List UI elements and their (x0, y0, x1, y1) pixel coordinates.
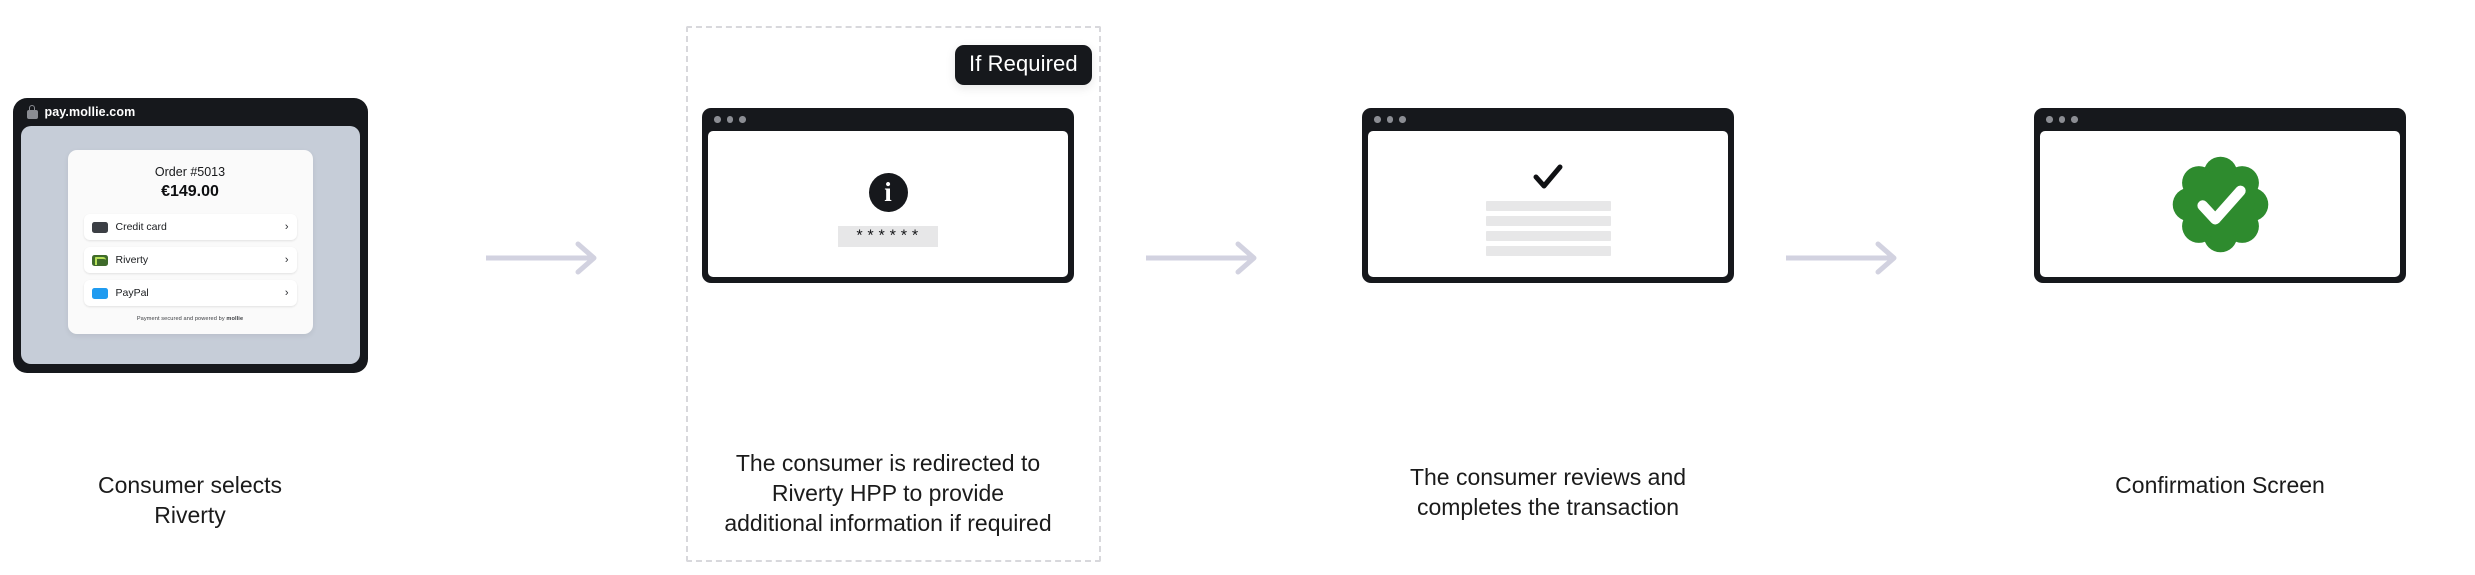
arrow-step2-to-step3 (1146, 238, 1266, 278)
payment-method-credit-card[interactable]: Credit card › (83, 214, 297, 240)
optional-step-region (686, 26, 1101, 562)
browser-titlebar (1362, 108, 1734, 131)
paypal-logo-icon (91, 287, 108, 299)
if-required-badge: If Required (955, 45, 1092, 85)
order-number: Order #5013 (154, 165, 226, 179)
window-dot-icon (2058, 116, 2065, 123)
chevron-right-icon: › (284, 286, 289, 299)
browser-content (1368, 131, 1728, 277)
window-dot-icon (739, 116, 746, 123)
browser-titlebar (702, 108, 1074, 131)
arrow-step3-to-step4 (1786, 238, 1906, 278)
arrow-right-icon (1146, 241, 1257, 275)
browser-titlebar (2034, 108, 2406, 131)
riverty-logo-icon (91, 254, 108, 266)
phone-address-bar: pay.mollie.com (13, 98, 368, 126)
mollie-wordmark: mollie (226, 316, 244, 322)
payment-method-riverty[interactable]: Riverty › (83, 247, 297, 273)
chevron-right-icon: › (284, 220, 289, 233)
step-riverty-hpp-redirect: i ****** The consumer is redirected to R… (698, 0, 1078, 575)
credit-card-icon (91, 221, 108, 233)
lock-icon (26, 105, 38, 119)
checkout-footer: Payment secured and powered by mollie (84, 316, 297, 322)
payment-method-label: PayPal (115, 287, 149, 299)
checkout-footer-text: Payment secured and powered by (136, 316, 227, 322)
step-consumer-selects-riverty: pay.mollie.com Order #5013 €149.00 Credi… (0, 0, 380, 575)
window-dot-icon (726, 116, 733, 123)
window-dot-icon (1386, 116, 1393, 123)
placeholder-line (1485, 246, 1611, 256)
browser-window: i ****** (702, 108, 1074, 283)
arrow-right-icon (486, 241, 597, 275)
placeholder-line (1485, 201, 1611, 211)
riverty-hpp-mockup: i ****** (698, 108, 1078, 283)
step-caption: The consumer is redirected to Riverty HP… (724, 450, 1052, 536)
step-consumer-reviews: The consumer reviews and completes the t… (1358, 0, 1738, 575)
window-dot-icon (1374, 116, 1381, 123)
browser-window (1362, 108, 1734, 283)
payment-method-label: Riverty (115, 254, 149, 266)
placeholder-lines (1485, 201, 1611, 256)
window-dot-icon (1399, 116, 1406, 123)
checkout-url: pay.mollie.com (44, 105, 136, 119)
arrow-step1-to-step2 (486, 238, 606, 278)
payment-method-label: Credit card (115, 221, 167, 233)
verified-check-badge-icon (2172, 156, 2268, 252)
step-caption: Consumer selects Riverty (97, 472, 283, 528)
browser-content: i ****** (708, 131, 1068, 277)
placeholder-line (1485, 231, 1611, 241)
step-confirmation-screen: Confirmation Screen (2030, 0, 2410, 575)
payment-method-paypal[interactable]: PayPal › (83, 280, 297, 306)
review-screen-mockup (1358, 108, 1738, 283)
mollie-checkout-mockup: pay.mollie.com Order #5013 €149.00 Credi… (0, 98, 380, 373)
browser-content (2040, 131, 2400, 277)
window-dot-icon (714, 116, 721, 123)
info-icon: i (868, 173, 908, 212)
window-dot-icon (2071, 116, 2078, 123)
browser-window (2034, 108, 2406, 283)
step-caption: The consumer reviews and completes the t… (1409, 464, 1687, 520)
step-caption: Confirmation Screen (2115, 472, 2325, 498)
phone-screen: Order #5013 €149.00 Credit card › Rivert… (20, 126, 360, 364)
order-amount: €149.00 (161, 183, 219, 200)
checkout-card: Order #5013 €149.00 Credit card › Rivert… (67, 150, 313, 334)
placeholder-line (1485, 216, 1611, 226)
chevron-right-icon: › (284, 253, 289, 266)
otp-input[interactable]: ****** (838, 226, 938, 247)
check-icon (1533, 164, 1563, 189)
arrow-right-icon (1786, 241, 1897, 275)
confirmation-screen-mockup (2030, 108, 2410, 283)
phone-frame: pay.mollie.com Order #5013 €149.00 Credi… (12, 98, 368, 373)
window-dot-icon (2046, 116, 2053, 123)
